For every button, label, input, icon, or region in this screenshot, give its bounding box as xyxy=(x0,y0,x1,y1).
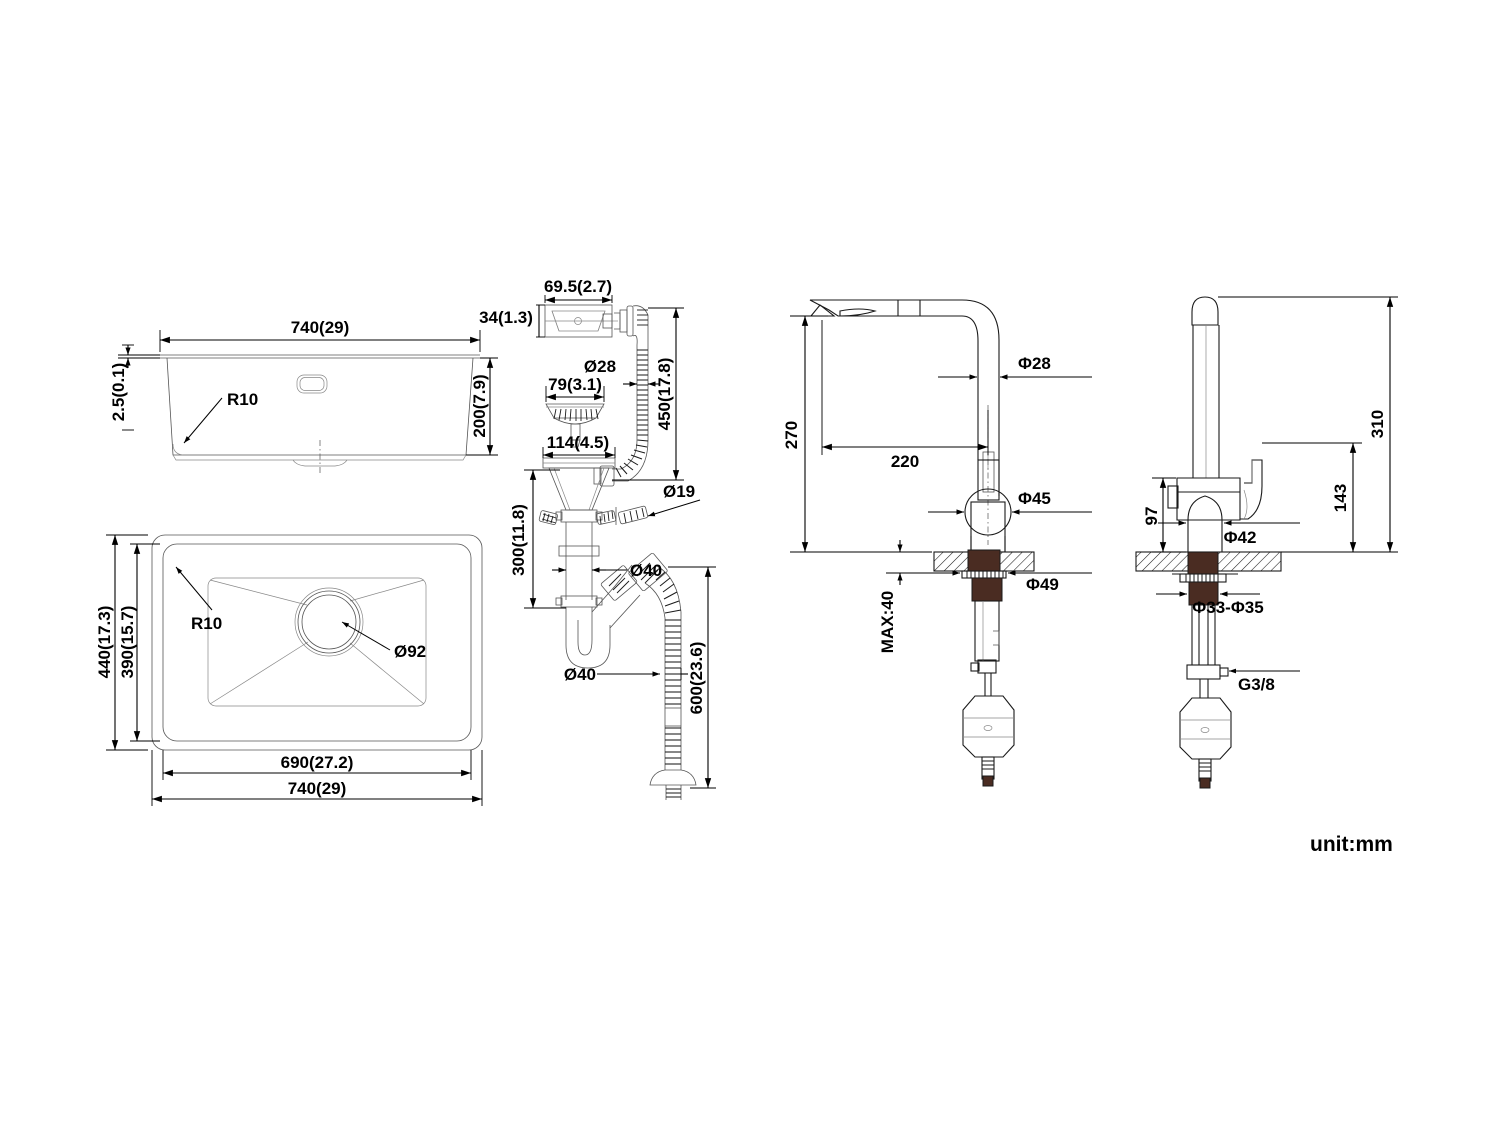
dim-faucet-total-height: 310 xyxy=(1368,410,1387,438)
dim-faucet-escutcheon-dia: Φ49 xyxy=(1026,575,1059,594)
dim-sink-outer-width: 740(29) xyxy=(288,779,347,798)
dim-faucet-mount-hole-dia: Φ33-Φ35 xyxy=(1192,598,1263,617)
dim-overflow-hose-dia: Ø28 xyxy=(584,357,616,376)
dim-overflow-hose-length: 450(17.8) xyxy=(655,358,674,431)
dim-waste-hose-dia: Ø40 xyxy=(564,665,596,684)
dim-branch-inlet-dia: Ø19 xyxy=(663,482,695,501)
dim-sink-inner-width: 690(27.2) xyxy=(281,753,354,772)
faucet-front-elevation-geometry xyxy=(1135,296,1282,789)
dim-sink-width-top: 740(29) xyxy=(291,318,350,337)
drain-assembly-dimensions: 69.5(2.7) 34(1.3) 79(3.1) 114(4.5) Ø28 4… xyxy=(479,277,716,789)
dim-waste-hose-length: 600(23.6) xyxy=(687,642,706,715)
dim-overflow-cover-height: 34(1.3) xyxy=(479,308,533,327)
dim-strainer-basket-dia: 79(3.1) xyxy=(548,375,602,394)
dim-trap-dia: Ø40 xyxy=(630,561,662,580)
dim-overflow-cover-width: 69.5(2.7) xyxy=(544,277,612,296)
dim-faucet-supply-thread: G3/8 xyxy=(1238,675,1275,694)
dim-tailpiece-height: 300(11.8) xyxy=(509,504,528,576)
sink-front-elevation-geometry xyxy=(160,354,480,475)
dim-sink-front-radius: R10 xyxy=(227,390,258,409)
dim-sink-top-radius: R10 xyxy=(191,614,222,633)
unit-note: unit:mm xyxy=(1310,833,1393,856)
dim-flange-dia: 114(4.5) xyxy=(547,433,609,452)
dim-sink-depth: 200(7.9) xyxy=(470,374,489,437)
dim-faucet-tube-dia: Φ28 xyxy=(1018,354,1051,373)
sink-front-dimensions: 740(29) 2.5(0.1) R10 200(7.9) xyxy=(109,318,498,456)
dim-drain-hole-dia: Ø92 xyxy=(394,642,426,661)
dim-faucet-body-dia: Φ45 xyxy=(1018,489,1051,508)
faucet-side-elevation-geometry xyxy=(809,299,1035,787)
dim-faucet-spout-reach: 220 xyxy=(891,452,919,471)
faucet-side-dimensions: 270 220 Φ28 Φ45 Φ49 MAX:40 xyxy=(782,315,1092,653)
dim-sink-outer-depth: 440(17.3) xyxy=(95,606,114,679)
dim-sink-inner-depth: 390(15.7) xyxy=(118,606,137,679)
dim-faucet-body-width: Φ42 xyxy=(1224,528,1257,547)
faucet-front-dimensions: 310 143 97 Φ42 Φ33-Φ35 G3/8 xyxy=(1142,296,1398,694)
dim-sink-rim-thickness: 2.5(0.1) xyxy=(109,363,128,422)
sink-top-dimensions: 440(17.3) 390(15.7) R10 Ø92 690(27.2) 74… xyxy=(95,534,483,806)
drain-assembly-geometry xyxy=(538,304,697,800)
sink-top-plan-geometry xyxy=(151,534,483,751)
dim-faucet-body-height: 97 xyxy=(1142,507,1161,526)
dim-faucet-spout-height: 270 xyxy=(782,421,801,449)
dim-faucet-max-counter-thickness: MAX:40 xyxy=(878,591,897,653)
dim-faucet-handle-height: 143 xyxy=(1331,484,1350,512)
